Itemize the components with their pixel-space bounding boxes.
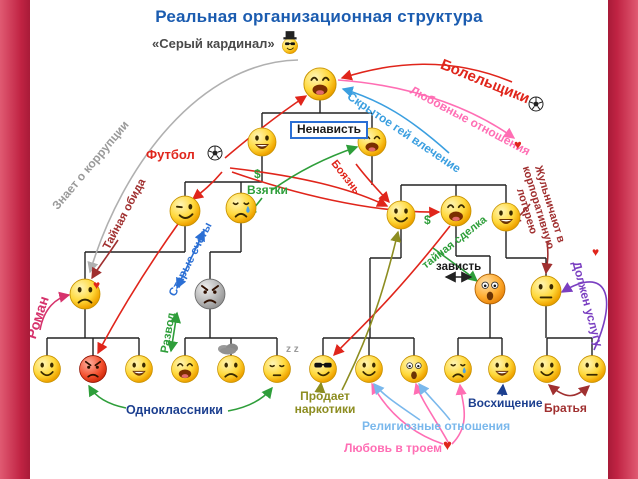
label-zzz: z z <box>286 344 299 355</box>
arrow-bribes-2 <box>271 144 359 191</box>
smiley-node <box>79 355 107 383</box>
arrow-fear <box>355 163 390 204</box>
arrow-classmates-1 <box>88 384 127 409</box>
storm-cloud-icon <box>218 343 238 355</box>
arrow-fans <box>340 63 513 83</box>
arrow-football-5 <box>97 223 179 355</box>
arrow-football-4 <box>191 171 223 200</box>
arrow-sells-drugs-1 <box>314 381 326 394</box>
smiley-node <box>263 355 291 383</box>
smiley-node <box>474 273 506 305</box>
arrow-football-3 <box>231 171 441 218</box>
arrow-sells-drugs-2 <box>341 230 402 391</box>
label-envy: зависть <box>436 261 482 273</box>
label-dollar-bribes: $ <box>254 167 261 181</box>
smiley-node <box>386 200 416 230</box>
smiley-node <box>491 202 521 232</box>
arrow-lottery-cheat-2 <box>541 241 553 275</box>
heart-icon: ♥ <box>443 437 452 454</box>
arrow-love-relations <box>337 79 516 139</box>
smiley-node <box>69 278 101 310</box>
heart-icon: ♥ <box>514 137 522 152</box>
arrow-hidden-attraction <box>341 86 450 154</box>
smiley-node <box>171 355 199 383</box>
gray-cardinal-label: «Серый кардинал» <box>152 36 275 51</box>
page-title: Реальная организационная структура <box>155 7 483 26</box>
arrow-admiration <box>496 383 508 397</box>
slide-accent-bar-left <box>0 0 30 479</box>
smiley-node <box>400 355 428 383</box>
label-brothers: Братья <box>544 401 587 415</box>
arrow-football-1 <box>224 95 308 159</box>
smiley-node <box>444 355 472 383</box>
arrow-secret-deal <box>432 247 479 282</box>
label-dollar-deal: $ <box>424 213 431 227</box>
smiley-node <box>533 355 561 383</box>
arrow-owes-favor <box>560 281 608 351</box>
smiley-node <box>355 355 383 383</box>
arrow-religious-1 <box>373 382 421 421</box>
arrow-brothers <box>547 384 591 397</box>
arrow-football-6 <box>333 225 451 357</box>
smiley-node <box>225 192 257 224</box>
label-hatred: Ненависть <box>290 121 368 140</box>
smiley-node <box>530 275 562 307</box>
soccer-ball-icon <box>207 145 223 161</box>
smiley-node <box>440 195 472 227</box>
smiley-node <box>578 355 606 383</box>
arrow-divorce <box>166 311 182 353</box>
label-football: Футбол <box>146 147 195 162</box>
arrow-knows-corruption <box>87 59 299 274</box>
label-classmates: Одноклассники <box>126 403 223 417</box>
label-threesome: Любовь в троем <box>344 441 442 455</box>
arrow-old-scores <box>176 229 205 290</box>
smiley-node <box>194 278 226 310</box>
smiley-node <box>488 355 516 383</box>
label-admiration: Восхищение <box>468 396 543 410</box>
arrow-romance <box>39 291 71 331</box>
smiley-node <box>169 195 201 227</box>
heart-icon: ♥ <box>592 245 600 259</box>
label-sells-drugs: Продает наркотики <box>294 389 356 417</box>
arrow-classmates-2 <box>227 386 273 412</box>
arrow-religious-2 <box>418 382 451 421</box>
soccer-ball-icon <box>528 96 544 112</box>
smiley-node <box>217 355 245 383</box>
gray-cardinal-icon <box>282 31 298 54</box>
smiley-node <box>247 127 277 157</box>
smiley-node <box>33 355 61 383</box>
arrow-secret-grudge <box>91 239 119 280</box>
slide-accent-bar-right <box>608 0 638 479</box>
relationship-arrows <box>39 59 608 445</box>
heart-icon: ♥ <box>93 278 101 292</box>
smiley-boss <box>303 67 337 101</box>
smiley-nodes <box>33 67 606 383</box>
arrow-threesome-3 <box>451 383 467 445</box>
label-religious-relations: Религиозные отношения <box>362 419 511 433</box>
arrow-threesome-2 <box>413 382 449 443</box>
label-bribes: Взятки <box>247 183 288 197</box>
smiley-node <box>125 355 153 383</box>
smiley-node <box>309 355 337 383</box>
arrow-football-2 <box>229 167 389 207</box>
